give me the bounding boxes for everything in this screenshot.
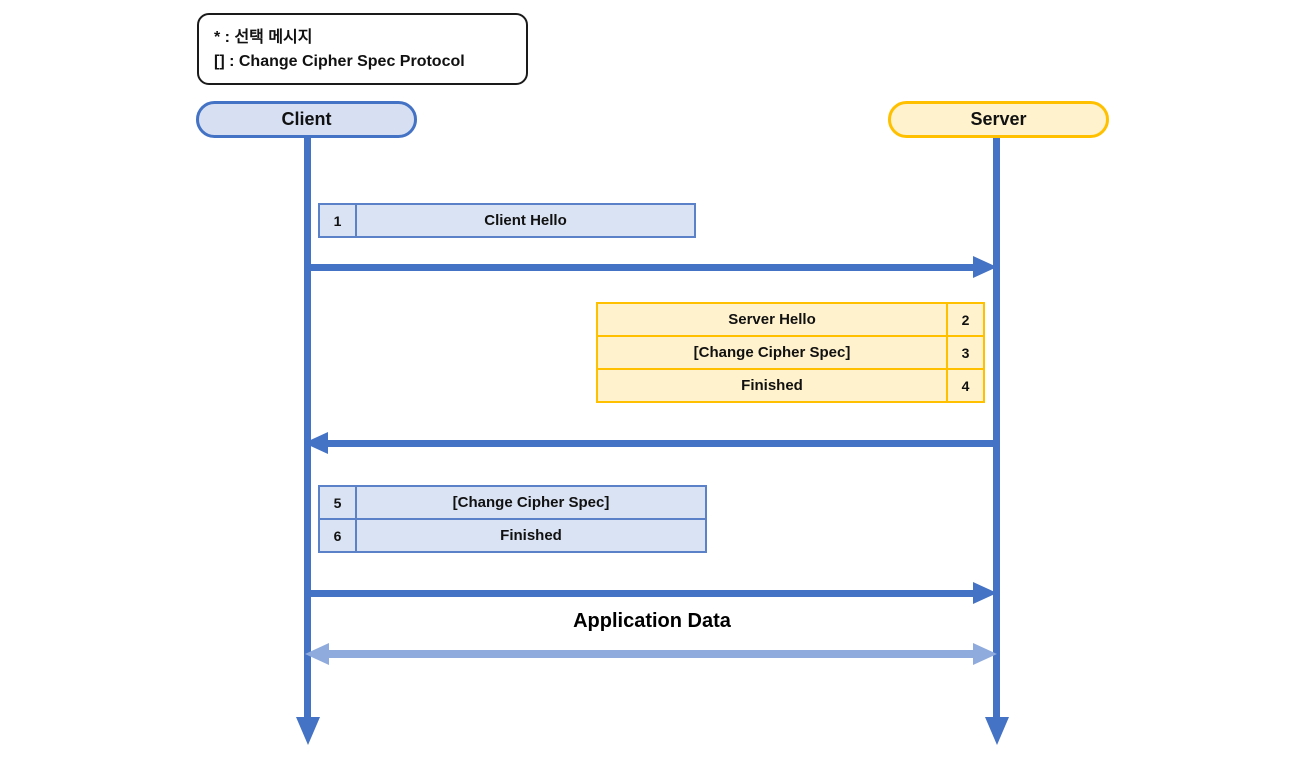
- application-data-label: Application Data: [573, 610, 731, 632]
- client-lifeline: [304, 138, 311, 718]
- message-row: 1 Client Hello: [318, 203, 696, 238]
- message-number: 2: [946, 304, 983, 335]
- message-row: 6 Finished: [318, 518, 707, 553]
- client-hello-message-box: 1 Client Hello: [318, 203, 696, 238]
- message-label: [Change Cipher Spec]: [452, 494, 610, 511]
- client-actor: Client: [196, 101, 417, 138]
- client-lifeline-arrow-icon: [296, 717, 320, 745]
- legend-line-optional-message: * : 선택 메시지: [214, 29, 313, 46]
- client-finish-message-box: 5 [Change Cipher Spec] 6 Finished: [318, 485, 707, 553]
- arrow-line: [307, 264, 974, 271]
- message-number: 4: [946, 370, 983, 401]
- message-number: 6: [320, 520, 357, 551]
- message-row: Server Hello 2: [596, 302, 985, 337]
- legend-line-change-cipher-spec: [] : Change Cipher Spec Protocol: [214, 53, 465, 70]
- message-number: 3: [946, 337, 983, 368]
- arrow-head-right-icon: [973, 643, 997, 665]
- arrow-head-right-icon: [973, 256, 997, 278]
- message-label: Client Hello: [484, 212, 567, 229]
- message-number: 1: [320, 205, 357, 236]
- message-number: 5: [320, 487, 357, 518]
- client-actor-label: Client: [281, 109, 332, 129]
- server-response-message-box: Server Hello 2 [Change Cipher Spec] 3 Fi…: [596, 302, 985, 403]
- message-label: Finished: [741, 377, 803, 394]
- arrow-head-right-icon: [973, 582, 997, 604]
- arrow-head-left-icon: [305, 643, 329, 665]
- arrow-line: [327, 650, 975, 658]
- server-actor: Server: [888, 101, 1109, 138]
- message-row: Finished 4: [596, 368, 985, 403]
- server-lifeline: [993, 138, 1000, 718]
- message-row: [Change Cipher Spec] 3: [596, 335, 985, 370]
- message-label: Finished: [500, 527, 562, 544]
- arrow-line: [307, 590, 974, 597]
- message-label: [Change Cipher Spec]: [693, 344, 851, 361]
- message-row: 5 [Change Cipher Spec]: [318, 485, 707, 520]
- message-label: Server Hello: [728, 311, 816, 328]
- server-actor-label: Server: [970, 109, 1027, 129]
- server-lifeline-arrow-icon: [985, 717, 1009, 745]
- arrow-line: [327, 440, 997, 447]
- legend-box: * : 선택 메시지 [] : Change Cipher Spec Proto…: [197, 13, 528, 85]
- arrow-head-left-icon: [304, 432, 328, 454]
